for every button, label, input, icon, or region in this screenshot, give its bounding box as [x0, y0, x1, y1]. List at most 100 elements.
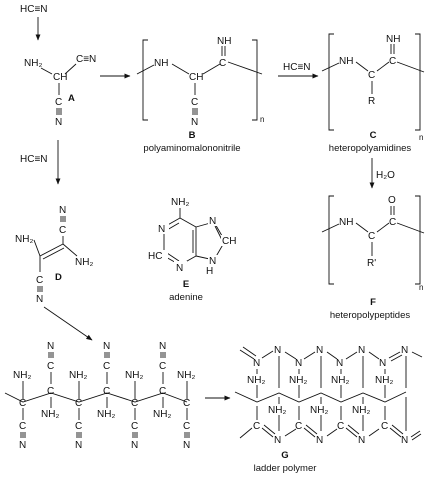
- g-bottom-double-5: [345, 427, 358, 438]
- label-e: E: [183, 279, 189, 290]
- e-n3: N: [176, 263, 183, 274]
- e-double-4: [214, 225, 223, 241]
- d-bond-amino-left: [33, 239, 41, 257]
- caption-e: adenine: [169, 292, 203, 303]
- f-repeat: n: [419, 283, 423, 292]
- g-bottom-c2: C: [295, 421, 302, 432]
- g-bottom-double-1: [261, 427, 274, 438]
- c-carbon: C: [389, 56, 396, 67]
- g-mask-3: [289, 374, 308, 385]
- unit-5-center-c: C: [131, 398, 138, 409]
- g-top-6: [368, 351, 380, 360]
- g-top-double-2: [242, 346, 257, 357]
- g-amino-1: NH₂: [247, 375, 265, 386]
- caption-g: ladder polymer: [254, 463, 317, 474]
- c-bracket-left: [328, 33, 334, 131]
- e-hc: HC: [148, 251, 162, 262]
- g-mask-2: [268, 404, 287, 415]
- b-bracket-left: [142, 39, 148, 121]
- g-mask-1: [247, 374, 266, 385]
- g-top-2: [284, 351, 297, 360]
- c-chain-3: [376, 61, 390, 72]
- unit-5-amino-top: NH₂: [125, 370, 143, 381]
- f-chain-4: [396, 222, 425, 234]
- e-mask-n9: [208, 255, 221, 266]
- g-amino-7: NH₂: [375, 375, 393, 386]
- g-top-5: [345, 351, 358, 360]
- g-bottom-double-3: [303, 427, 316, 438]
- d-nitrile-c-bottom: C: [36, 275, 43, 286]
- f-amide-nh: NH: [339, 217, 353, 228]
- c-repeat: n: [419, 133, 423, 142]
- g-top-double-4: [390, 354, 403, 362]
- g-bottom-double-7: [389, 427, 402, 438]
- reagent-water: H₂O: [376, 170, 395, 181]
- g-amino-3: NH₂: [289, 375, 307, 386]
- label-f: F: [370, 297, 376, 308]
- chain-backbone: [4, 392, 188, 403]
- caption-c: heteropolyamidines: [329, 143, 412, 154]
- g-top-4: [326, 351, 338, 360]
- g-top-n3: N: [295, 358, 302, 369]
- b-methine: CH: [189, 72, 203, 83]
- d-amino-left: NH₂: [15, 234, 33, 245]
- d-double-1: [39, 243, 64, 257]
- unit-4-nitrile-n: N: [103, 341, 110, 352]
- g-top-3: [303, 351, 316, 360]
- a-methine: CH: [53, 72, 67, 83]
- b-imine-nh: NH: [217, 36, 231, 47]
- g-bottom-double-10: [411, 433, 422, 441]
- label-c: C: [370, 130, 377, 141]
- g-top-1: [261, 350, 274, 359]
- c-chain-4: [396, 61, 425, 73]
- unit-3-amino-top: NH₂: [69, 370, 87, 381]
- label-g: G: [281, 450, 288, 461]
- unit-7-amino-top: NH₂: [177, 370, 195, 381]
- g-bottom-n4: N: [401, 435, 408, 446]
- d-nitrile-n-bottom: N: [36, 294, 43, 305]
- g-bottom-3: [368, 428, 380, 437]
- g-bottom-double-2: [263, 424, 276, 435]
- unit-6-nitrile-c: C: [159, 361, 166, 372]
- g-bottom-n3: N: [358, 435, 365, 446]
- e-imidazole-ring: [195, 221, 226, 261]
- unit-7-nitrile-n: N: [183, 440, 190, 451]
- g-bottom-double-8: [391, 424, 404, 435]
- d-nitrile-n-top: N: [59, 205, 66, 216]
- a-bond-amino: [40, 67, 53, 75]
- g-amino-6: NH₂: [352, 405, 370, 416]
- b-repeat: n: [260, 115, 264, 124]
- a-nitrile-top: C≡N: [76, 54, 96, 65]
- g-top-n6: N: [358, 345, 365, 356]
- compound-e: NH₂ N HC N N CH N H E adenine: [147, 197, 239, 303]
- unit-6-amino-bottom: NH₂: [153, 409, 171, 420]
- c-chain-1: [321, 62, 340, 72]
- unit-2-amino-bottom: NH₂: [41, 409, 59, 420]
- e-h9: H: [206, 266, 213, 277]
- unit-4-nitrile-c: C: [103, 361, 110, 372]
- b-bracket-right: [252, 39, 258, 121]
- unit-1-nitrile-c: C: [19, 421, 26, 432]
- caption-b: polyaminomalononitrile: [143, 143, 240, 154]
- reagent-hcn-top: HC≡N: [20, 4, 48, 15]
- unit-1-center-c: C: [19, 398, 26, 409]
- e-double-3: [166, 252, 180, 262]
- g-amino-4: NH₂: [310, 405, 328, 416]
- b-carbon: C: [219, 58, 226, 69]
- g-amino-2: NH₂: [268, 405, 286, 416]
- compound-a: HC≡N NH₂ CH C≡N C N A: [20, 4, 96, 128]
- g-bottom-2: [326, 428, 338, 437]
- f-bracket-left: [328, 195, 334, 285]
- d-double-2: [42, 247, 65, 260]
- f-alpha-c: C: [368, 231, 375, 242]
- unit-4-amino-bottom: NH₂: [97, 409, 115, 420]
- g-bottom-1: [284, 428, 297, 437]
- unit-1-amino-top: NH₂: [13, 370, 31, 381]
- compound-d: N C NH₂ NH₂ D C N: [15, 205, 93, 305]
- g-top-n5: N: [336, 358, 343, 369]
- g-amino-5: NH₂: [331, 375, 349, 386]
- g-bottom-edge: C N C N C N C N: [239, 421, 422, 446]
- d-nitrile-c-top: C: [59, 225, 66, 236]
- unit-7-nitrile-c: C: [183, 421, 190, 432]
